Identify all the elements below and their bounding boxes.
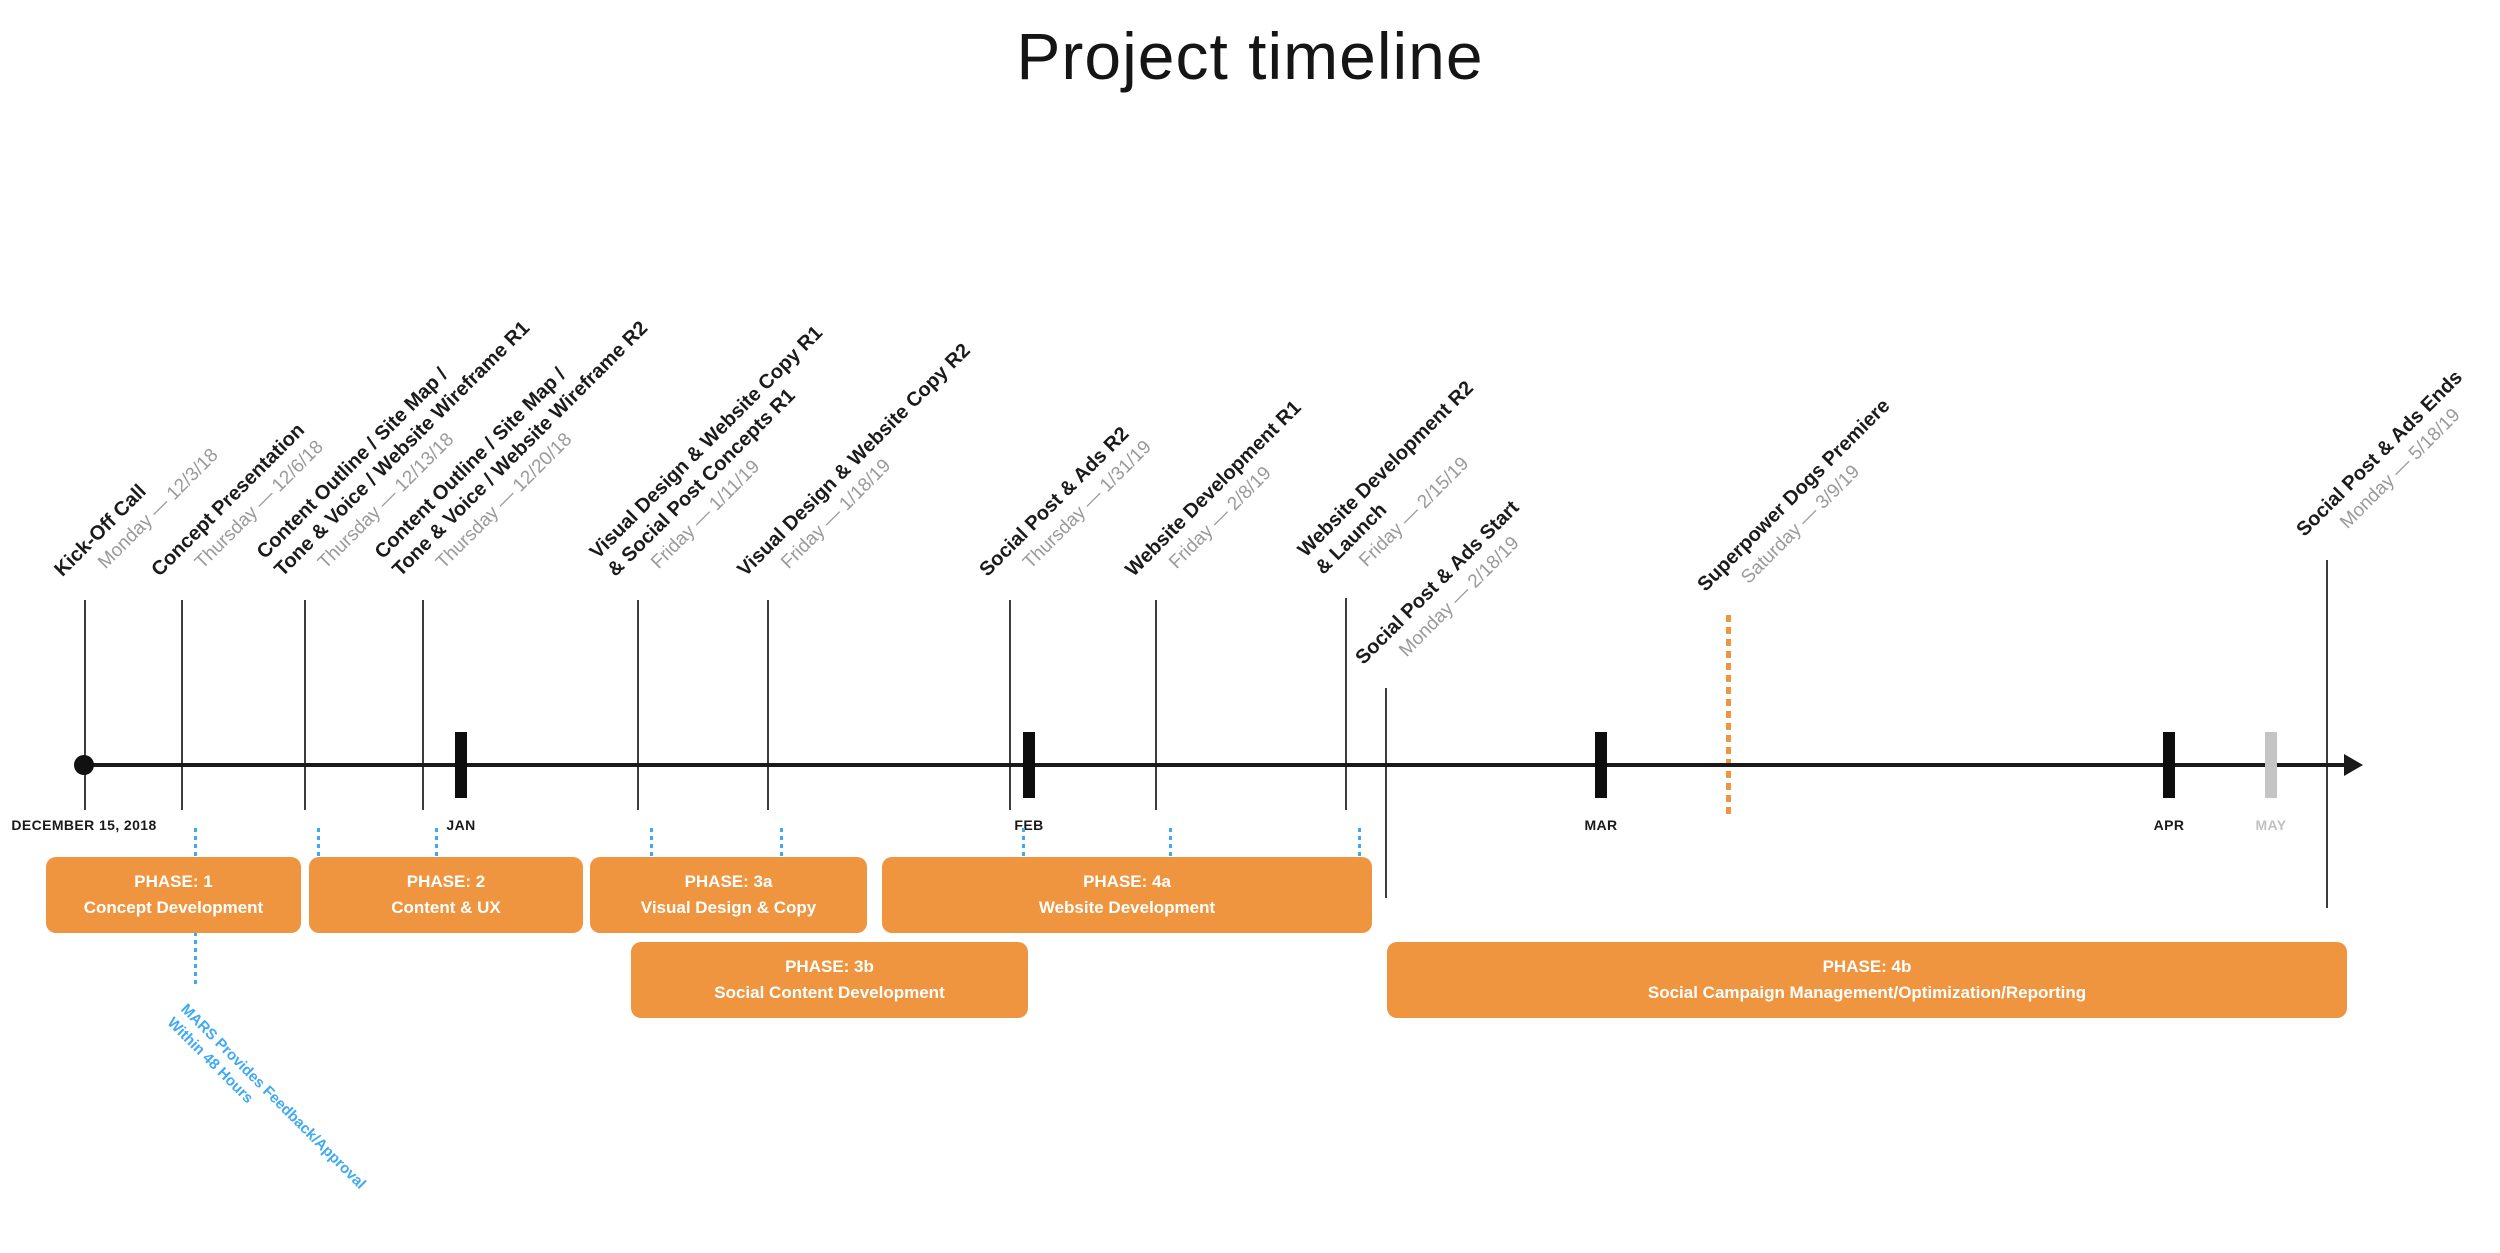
milestone-line-social-ads-start bbox=[1385, 688, 1387, 898]
month-marker-may bbox=[2265, 732, 2277, 798]
phase-bar-4a: PHASE: 4a Website Development bbox=[882, 857, 1372, 933]
feedback-tick bbox=[1169, 828, 1172, 856]
feedback-tick bbox=[1022, 828, 1025, 856]
milestone-line-website-dev-r2 bbox=[1345, 598, 1347, 810]
milestone-line-website-dev-r1 bbox=[1155, 600, 1157, 810]
timeline-axis bbox=[76, 763, 2345, 767]
milestone-line-social-ads-ends bbox=[2326, 560, 2328, 908]
timeline-arrowhead-icon bbox=[2344, 754, 2363, 776]
feedback-tick bbox=[435, 828, 438, 856]
month-marker-apr bbox=[2163, 732, 2175, 798]
premiere-dotted-line bbox=[1726, 615, 1731, 818]
milestone-line-social-ads-r2 bbox=[1009, 600, 1011, 810]
month-marker-mar bbox=[1595, 732, 1607, 798]
feedback-tick bbox=[1358, 828, 1361, 856]
axis-label-feb: FEB bbox=[1014, 817, 1044, 833]
timeline-start-dot bbox=[74, 755, 94, 775]
phase-bar-1: PHASE: 1 Concept Development bbox=[46, 857, 301, 933]
milestone-line-content-outline-r1 bbox=[304, 600, 306, 810]
axis-label-start-date: DECEMBER 15, 2018 bbox=[11, 817, 157, 833]
feedback-tick bbox=[650, 828, 653, 856]
phase-bar-3b: PHASE: 3b Social Content Development bbox=[631, 942, 1028, 1018]
milestone-line-visual-design-r2 bbox=[767, 600, 769, 810]
feedback-tick bbox=[780, 828, 783, 856]
milestone-line-visual-design-r1 bbox=[637, 600, 639, 810]
axis-label-apr: APR bbox=[2153, 817, 2185, 833]
month-marker-jan bbox=[455, 732, 467, 798]
milestone-line-content-outline-r2 bbox=[422, 600, 424, 810]
axis-label-mar: MAR bbox=[1584, 817, 1618, 833]
milestone-line-kickoff bbox=[84, 600, 86, 810]
month-marker-feb bbox=[1023, 732, 1035, 798]
milestone-line-concept-presentation bbox=[181, 600, 183, 810]
phase-bar-3a: PHASE: 3a Visual Design & Copy bbox=[590, 857, 867, 933]
phase-bar-4b: PHASE: 4b Social Campaign Management/Opt… bbox=[1387, 942, 2347, 1018]
axis-label-may: MAY bbox=[2255, 817, 2287, 833]
phase-bar-2: PHASE: 2 Content & UX bbox=[309, 857, 583, 933]
page-title: Project timeline bbox=[1016, 19, 1484, 93]
feedback-tick bbox=[317, 828, 320, 856]
axis-label-jan: JAN bbox=[446, 817, 476, 833]
